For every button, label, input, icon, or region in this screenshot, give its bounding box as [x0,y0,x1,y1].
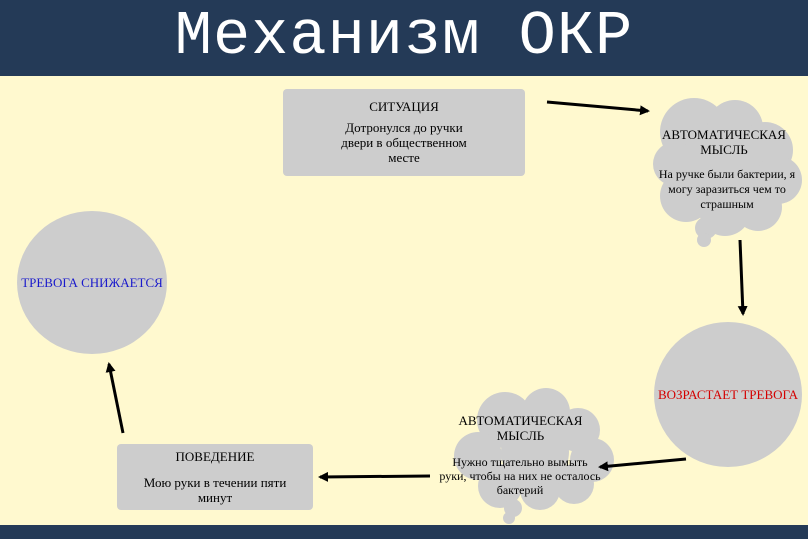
arrow-thought-to-anxiety [737,239,748,316]
behavior-heading: ПОВЕДЕНИЕ [175,449,255,464]
thought1-text: На ручке были бактерии, я могу заразитьс… [658,167,796,211]
title-banner [0,0,808,76]
anxiety-decreases-circle: ТРЕВОГА СНИЖАЕТСЯ [17,211,167,354]
arrow-thought2-to-behavior [318,471,431,482]
thought-cloud-2 [454,388,614,524]
situation-text: Дотронулся до ручки двери в общественном… [341,120,467,165]
anxiety-rises-label: ВОЗРАСТАЕТ ТРЕВОГА [657,386,799,402]
arrow-behavior-to-relief [105,362,125,434]
behavior-box: ПОВЕДЕНИЕ Мою руки в течении пяти минут [117,444,313,510]
thought2-text: Нужно тщательно вымыть руки, чтобы на ни… [439,455,601,497]
thought-cloud-1 [653,98,802,247]
behavior-text: Мою руки в течении пяти минут [143,475,287,505]
arrow-situation-to-thought [546,100,650,116]
footer-bar [0,525,808,539]
thought1-heading: АВТОМАТИЧЕСКАЯ МЫСЛЬ [662,127,786,157]
arrow-anxiety-to-thought2 [598,457,687,472]
page-title: Механизм ОКР [174,1,634,72]
thought2-heading: АВТОМАТИЧЕСКАЯ МЫСЛЬ [458,413,583,443]
situation-box: СИТУАЦИЯ Дотронулся до ручки двери в общ… [283,89,525,176]
situation-heading: СИТУАЦИЯ [369,99,439,114]
anxiety-rises-circle: ВОЗРАСТАЕТ ТРЕВОГА [654,322,802,467]
anxiety-decreases-label: ТРЕВОГА СНИЖАЕТСЯ [21,274,163,290]
